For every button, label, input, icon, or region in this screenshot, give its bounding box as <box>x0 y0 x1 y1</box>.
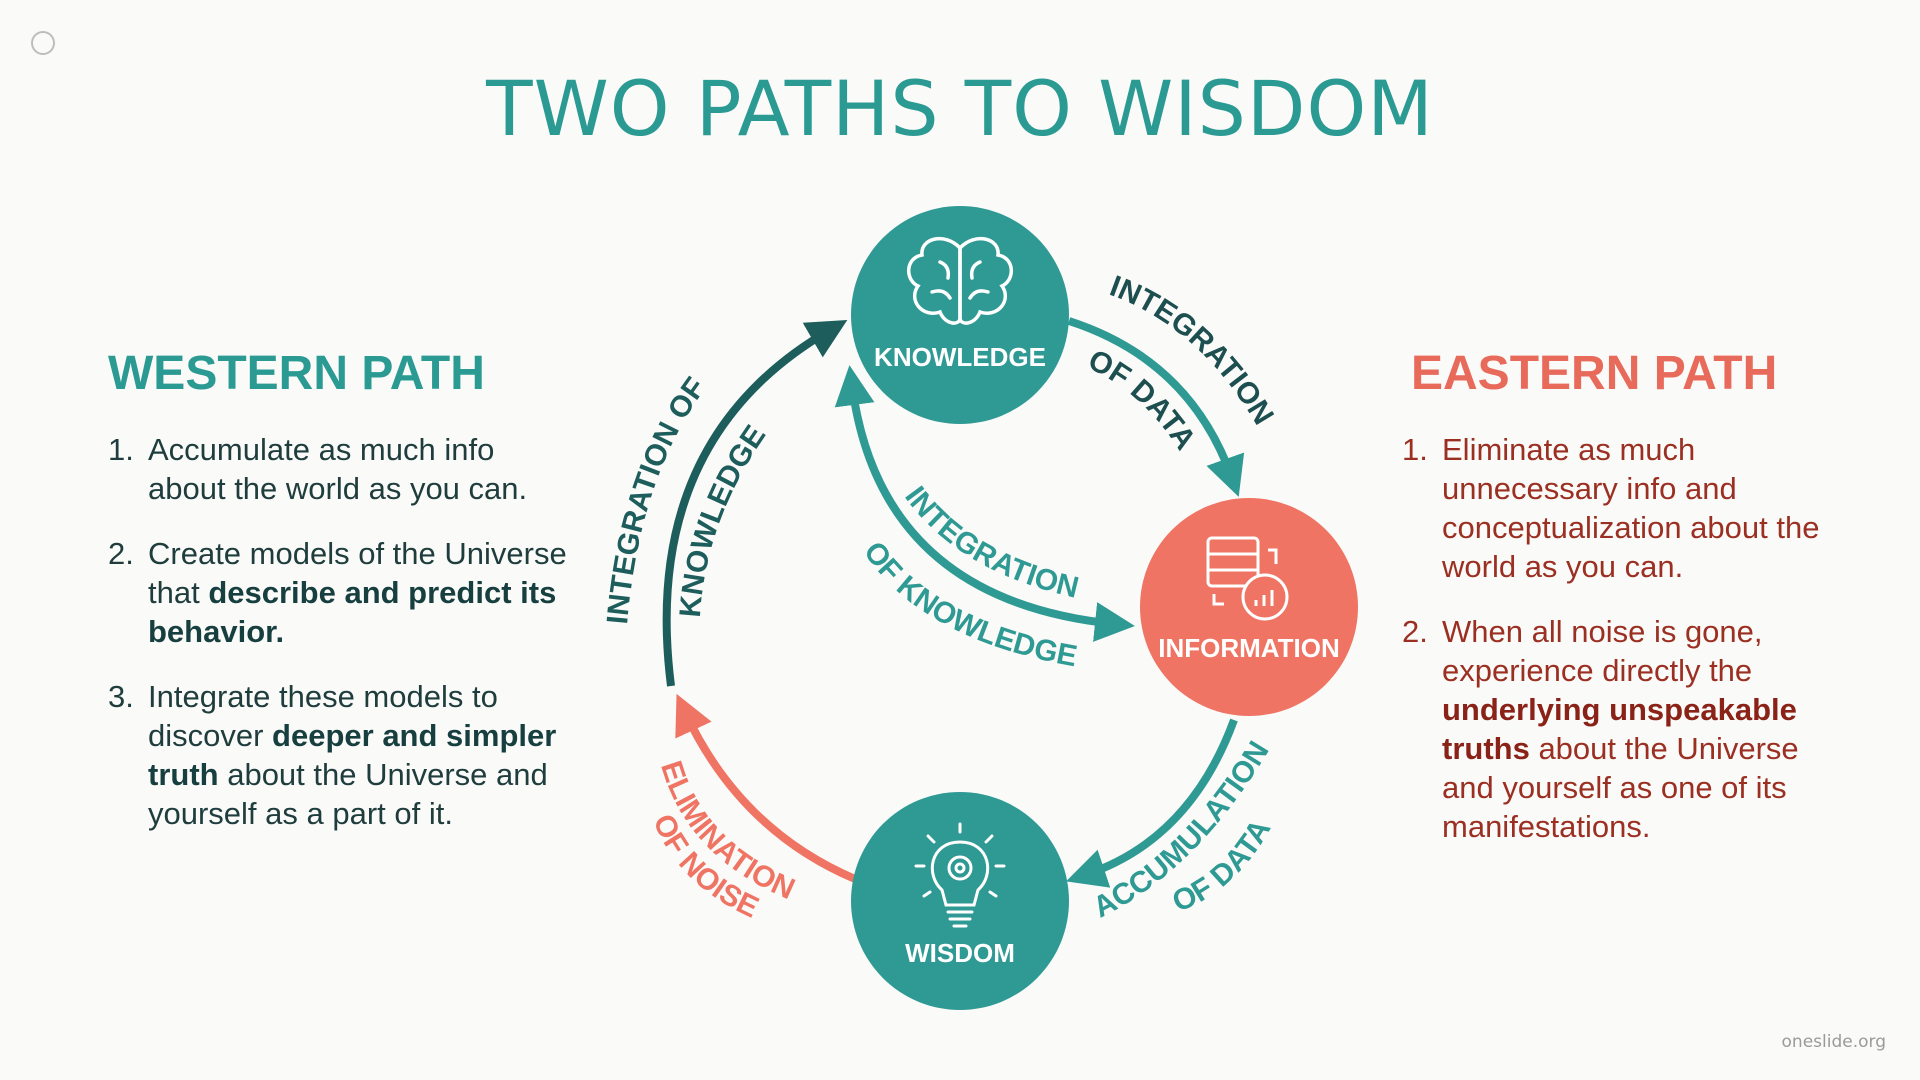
node-knowledge: KNOWLEDGE <box>851 206 1069 424</box>
node-label-wisdom: WISDOM <box>905 938 1015 968</box>
item-number: 1. <box>1402 432 1428 467</box>
list-item: 2. Create models of the Universe that des… <box>108 534 568 651</box>
node-information: INFORMATION <box>1140 498 1358 716</box>
item-text-bold: underlying unspeakable truths <box>1442 692 1797 766</box>
item-text-bold: deeper and simpler truth <box>148 718 557 792</box>
item-text-bold: describe and predict its behavior. <box>148 575 557 649</box>
item-text: about the Universe and yourself as one o… <box>1442 731 1799 844</box>
western-path-list: 1. Accumulate as much info about the worl… <box>108 430 568 859</box>
brain-icon <box>907 236 1013 325</box>
slide-marker-icon <box>31 31 55 55</box>
item-number: 2. <box>1402 614 1428 649</box>
list-item: 1. Accumulate as much info about the worl… <box>108 430 568 508</box>
page-title: TWO PATHS TO WISDOM <box>486 64 1434 153</box>
label-integration-of-knowledge-line2: KNOWLEDGE <box>674 419 772 618</box>
node-wisdom: WISDOM <box>851 792 1069 1010</box>
item-text: Integrate these models to discover <box>148 679 498 753</box>
list-item: 3. Integrate these models to discover dee… <box>108 677 568 833</box>
item-text: about the Universe and yourself as a par… <box>148 757 548 831</box>
node-label-knowledge: KNOWLEDGE <box>874 342 1046 372</box>
eastern-path-heading: EASTERN PATH <box>1411 347 1778 400</box>
item-text: Accumulate as much info about the world … <box>148 432 528 506</box>
list-item: 1. Eliminate as much unnecessary info and… <box>1402 430 1832 586</box>
item-number: 1. <box>108 432 134 467</box>
arrow-integration-of-data <box>1067 317 1245 497</box>
item-text: When all noise is gone, experience direc… <box>1442 614 1763 688</box>
western-path-heading: WESTERN PATH <box>108 347 485 400</box>
lightbulb-gear-icon <box>914 822 1006 928</box>
node-label-information: INFORMATION <box>1158 633 1340 663</box>
eastern-path-list: 1. Eliminate as much unnecessary info and… <box>1402 430 1832 872</box>
list-item: 2. When all noise is gone, experience dir… <box>1402 612 1832 846</box>
item-text: Eliminate as much unnecessary info and c… <box>1442 432 1820 584</box>
arrow-accumulation-of-data <box>1066 718 1238 888</box>
item-text: Create models of the Universe that <box>148 536 567 610</box>
item-number: 2. <box>108 536 134 571</box>
item-number: 3. <box>108 679 134 714</box>
watermark: oneslide.org <box>1781 1032 1886 1052</box>
arrow-elimination-of-noise <box>675 693 857 883</box>
arrow-integration-of-knowledge-inner <box>834 365 1135 642</box>
arrow-integration-of-knowledge-outer <box>662 319 848 687</box>
database-chart-icon <box>1206 536 1289 621</box>
